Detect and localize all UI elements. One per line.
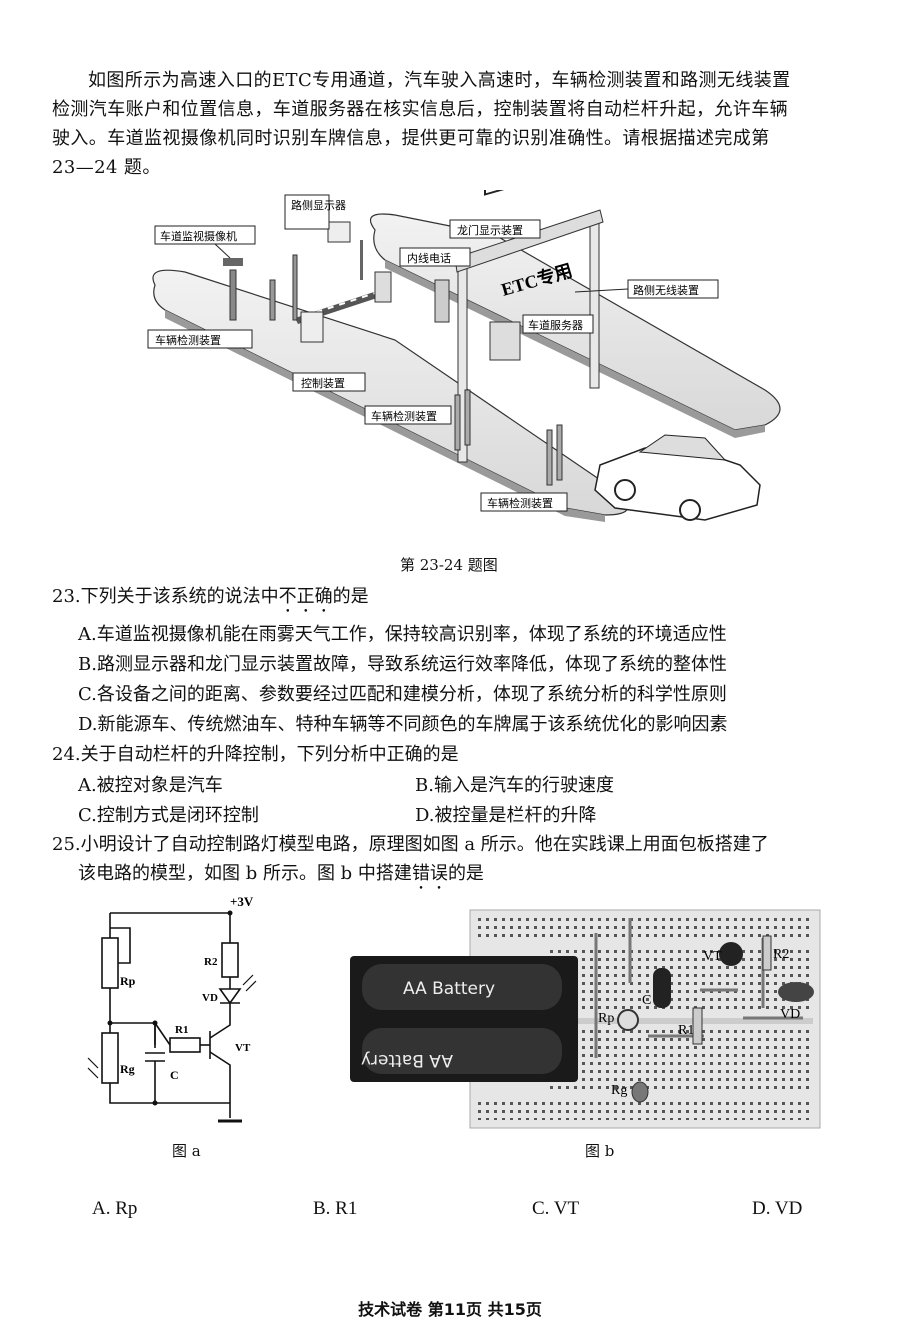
q25-option-b: B. R1 xyxy=(313,1198,358,1219)
q24-option-d: D.被控量是栏杆的升降 xyxy=(415,805,597,826)
label-camera: 车道监视摄像机 xyxy=(160,229,237,243)
q24-option-a: A.被控对象是汽车 xyxy=(78,775,223,796)
q24-option-b: B.输入是汽车的行驶速度 xyxy=(415,775,614,796)
label-r1-a: R1 xyxy=(175,1024,188,1036)
battery-top-label: AA Battery xyxy=(403,979,495,999)
q25-emphasis: 错误 xyxy=(411,863,448,884)
breadboard-b: AA Battery AA Battery VT R2 C VD Rp R1 R… xyxy=(350,909,821,1129)
q23-option-b: B.路测显示器和龙门显示装置故障，导致系统运行效率降低，体现了系统的整体性 xyxy=(78,654,727,675)
label-vd-a: VD xyxy=(202,992,218,1004)
q25-option-a: A. Rp xyxy=(92,1198,138,1219)
label-vehicle-detector-3: 车辆检测装置 xyxy=(487,496,553,510)
q23-option-d: D.新能源车、传统燃油车、特种车辆等不同颜色的车牌属于该系统优化的影响因素 xyxy=(78,714,728,735)
label-roadside-display: 路侧显示器 xyxy=(291,199,346,212)
rp-potentiometer xyxy=(617,1009,639,1031)
etc-lane-illustration: ETC专用 车道监视摄像机 路侧显示器 内线电话 龙门显示装置 路侧无线装置 车… xyxy=(147,190,781,522)
intro-line-2: 检测汽车账户和位置信息，车道服务器在核实信息后，控制装置将自动栏杆升起，允许车辆 xyxy=(52,99,788,120)
circuit-diagram-a: +3V Rp R2 VD R1 VT Rg C xyxy=(87,894,257,1123)
r1-resistor xyxy=(692,1007,703,1045)
q25-option-c: C. VT xyxy=(532,1198,580,1219)
q23-option-c: C.各设备之间的距离、参数要经过匹配和建模分析，体现了系统分析的科学性原则 xyxy=(78,684,727,705)
q23-stem: 23.下列关于该系统的说法中不正确的是 xyxy=(52,586,369,607)
label-c-b: C xyxy=(642,993,651,1008)
label-r2-b: R2 xyxy=(773,947,789,962)
battery-holder: AA Battery AA Battery xyxy=(350,956,578,1082)
label-vt-b: VT xyxy=(703,949,722,964)
intro-line-1: 如图所示为高速入口的ETC专用通道，汽车驶入高速时，车辆检测装置和路测无线装置 xyxy=(88,70,791,91)
gantry-beam xyxy=(454,209,604,273)
q23-option-a: A.车道监视摄像机能在雨雾天气工作，保持较高识别率，体现了系统的环境适应性 xyxy=(78,624,727,645)
breadboard-b-caption: 图 b xyxy=(585,1142,615,1160)
intro-line-3: 驶入。车道监视摄像机同时识别车牌信息，提供更可靠的识别准确性。请根据描述完成第 xyxy=(52,128,770,149)
intro-line-4: 23—24 题。 xyxy=(52,157,161,178)
q25-stem-line-2: 该电路的模型，如图 b 所示。图 b 中搭建错误的是 xyxy=(78,863,484,884)
label-rg-a: Rg xyxy=(120,1062,135,1076)
label-vt-a: VT xyxy=(235,1042,251,1054)
label-lane-server: 车道服务器 xyxy=(528,318,583,332)
supply-label: +3V xyxy=(230,894,254,909)
label-vehicle-detector-2: 车辆检测装置 xyxy=(371,409,437,423)
label-rp-b: Rp xyxy=(598,1011,614,1026)
q24-stem: 24.关于自动栏杆的升降控制，下列分析中正确的是 xyxy=(52,744,459,765)
vt-transistor xyxy=(719,942,743,966)
page-footer: 技术试卷 第11页 共15页 xyxy=(358,1300,542,1319)
label-r2-a: R2 xyxy=(204,956,218,968)
label-intercom: 内线电话 xyxy=(407,251,451,265)
r2-resistor xyxy=(762,935,772,971)
gantry-pole-right xyxy=(589,217,600,389)
etc-figure-caption: 第 23-24 题图 xyxy=(400,556,498,574)
label-rg-b: Rg xyxy=(611,1083,627,1098)
label-vd-b: VD xyxy=(780,1007,800,1022)
q24-option-c: C.控制方式是闭环控制 xyxy=(78,805,259,826)
circuit-a-caption: 图 a xyxy=(172,1142,201,1160)
battery-bottom-label: AA Battery xyxy=(361,1050,453,1070)
q25-stem-line-1: 25.小明设计了自动控制路灯模型电路，原理图如图 a 所示。他在实践课上用面包板… xyxy=(52,834,769,855)
rg-photoresistor xyxy=(631,1081,649,1103)
label-c-a: C xyxy=(170,1068,179,1082)
label-rp-a: Rp xyxy=(120,974,136,988)
intro-paragraph: 如图所示为高速入口的ETC专用通道，汽车驶入高速时，车辆检测装置和路测无线装置 … xyxy=(52,66,862,182)
label-roadside-wireless: 路侧无线装置 xyxy=(633,283,699,297)
vd-led xyxy=(778,982,814,1002)
label-vehicle-detector-1: 车辆检测装置 xyxy=(155,333,221,347)
label-gantry-display: 龙门显示装置 xyxy=(457,223,523,237)
q25-option-d: D. VD xyxy=(752,1198,803,1219)
q23-emphasis: 不正确 xyxy=(278,586,333,607)
label-r1-b: R1 xyxy=(678,1023,694,1038)
label-controller: 控制装置 xyxy=(301,376,345,390)
gantry-display-panel xyxy=(484,190,581,196)
car xyxy=(594,434,761,521)
c-capacitor xyxy=(653,968,671,1008)
